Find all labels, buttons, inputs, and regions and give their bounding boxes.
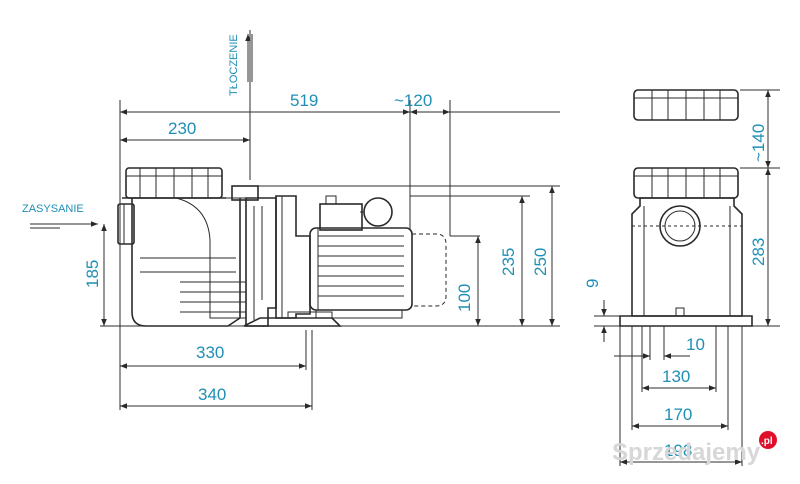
discharge-label: TŁOCZENIE [228,34,240,96]
dim-100: 100 [455,284,474,312]
strainer-lid [122,167,226,199]
dim-185: 185 [83,260,102,288]
dim-519: 519 [290,91,318,110]
lid-detached [633,89,739,121]
motor [309,195,447,319]
pump-front-view [619,89,753,327]
dim-140: ~140 [749,124,768,162]
watermark-suffix: .pl [761,436,773,447]
dim-230: 230 [168,119,196,138]
dim-170: 170 [664,405,692,424]
dim-130: 130 [662,367,690,386]
dim-9: 9 [583,279,602,288]
pump-side-view [117,167,447,327]
dim-235: 235 [499,248,518,276]
dim-198: 198 [664,441,692,460]
dim-250: 250 [531,248,550,276]
dim-330: 330 [196,343,224,362]
front-dimension-lines [594,89,780,466]
dimension-lines [30,30,560,410]
watermark: Sprzedajemy .pl [612,431,777,466]
dim-120: ~120 [394,91,432,110]
dim-283: 283 [749,238,768,266]
suction-label: ZASYSANIE [22,203,84,215]
watermark-dot-icon [759,431,777,449]
dim-10: 10 [686,335,705,354]
dim-340: 340 [198,385,226,404]
watermark-brand: Sprzedajemy [612,439,761,466]
